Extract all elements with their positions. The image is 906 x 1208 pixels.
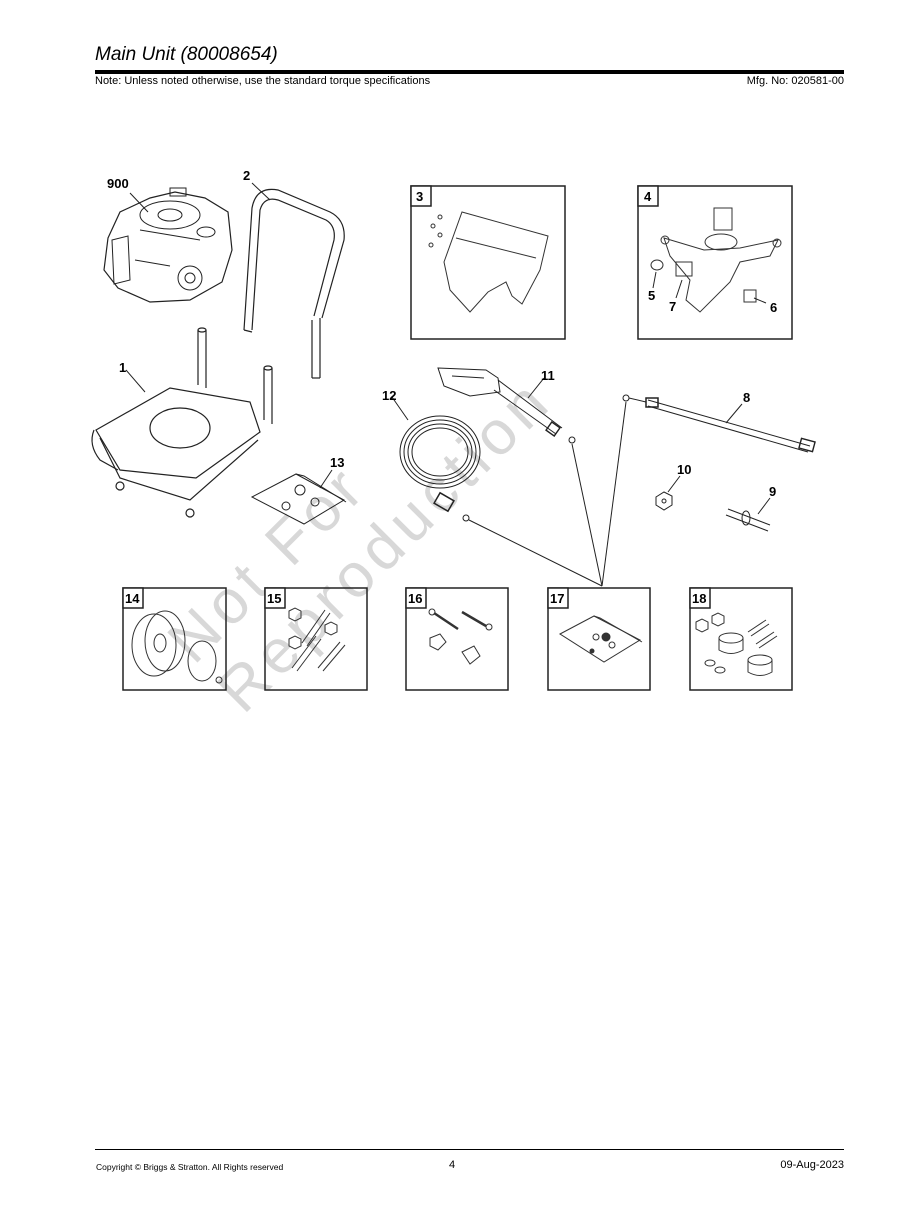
leader-2 [251, 182, 271, 201]
mounts-illustration [695, 612, 778, 676]
document-date: 09-Aug-2023 [780, 1159, 844, 1171]
bolts-illustration [288, 607, 346, 672]
leader-1 [125, 369, 146, 393]
parts-bag-illustration [250, 473, 347, 525]
bracket-illustration [428, 211, 549, 313]
kit-box-15: 15 [264, 587, 368, 691]
mfg-number: Mfg. No: 020581-00 [746, 75, 844, 87]
header-rule [95, 70, 844, 74]
copyright-text: Copyright © Briggs & Stratton. All Right… [96, 1162, 284, 1172]
leader-9 [757, 497, 771, 515]
callout-11: 11 [541, 368, 555, 383]
nut-illustration [655, 491, 673, 511]
hose-illustration [399, 415, 481, 522]
callout-12: 12 [382, 388, 396, 403]
callout-10: 10 [677, 462, 691, 477]
wheel-illustration [131, 610, 223, 684]
callout-6: 6 [770, 300, 777, 315]
callout-13: 13 [330, 455, 344, 470]
kit-box-18: 18 [689, 587, 793, 691]
kit-box-17: 17 [547, 587, 651, 691]
pump-illustration [650, 207, 782, 313]
engine-illustration [103, 187, 233, 303]
kit-box-4: 4 5 7 6 [637, 185, 793, 340]
box-number-16: 16 [408, 591, 422, 606]
kit-box-16: 16 [405, 587, 509, 691]
box-number-18: 18 [692, 591, 706, 606]
callout-5: 5 [648, 288, 655, 303]
box-number-3: 3 [416, 189, 423, 204]
leader-8 [725, 403, 743, 424]
leader-12 [391, 396, 409, 421]
callout-1: 1 [119, 360, 126, 375]
torque-note: Note: Unless noted otherwise, use the st… [95, 75, 431, 87]
page-title: Main Unit (80008654) [95, 44, 278, 65]
footer-rule [95, 1149, 844, 1150]
kit-box-14: 14 [122, 587, 227, 691]
box-number-15: 15 [267, 591, 281, 606]
callout-2: 2 [243, 168, 250, 183]
watermark: Not For Reproduction [155, 365, 565, 725]
box-number-4: 4 [644, 189, 652, 204]
page-number: 4 [449, 1159, 456, 1171]
leader-900 [129, 192, 149, 213]
leader-13 [319, 469, 333, 489]
callout-9: 9 [769, 484, 776, 499]
o-ring-bag-illustration [559, 615, 643, 663]
o-ring-leader-lines [468, 401, 627, 587]
kit-box-3: 3 [410, 185, 566, 340]
callout-7: 7 [669, 299, 676, 314]
box-number-17: 17 [550, 591, 564, 606]
spray-gun-illustration [437, 367, 576, 444]
callout-900: 900 [107, 176, 129, 191]
nozzle-adapter-illustration [725, 508, 771, 532]
handle-illustration [243, 188, 345, 379]
callout-8: 8 [743, 390, 750, 405]
box-number-14: 14 [125, 591, 140, 606]
leader-11 [527, 377, 545, 399]
leader-10 [667, 475, 681, 493]
fasteners-illustration [428, 608, 493, 665]
wand-illustration [622, 394, 816, 453]
frame-illustration [91, 327, 273, 518]
